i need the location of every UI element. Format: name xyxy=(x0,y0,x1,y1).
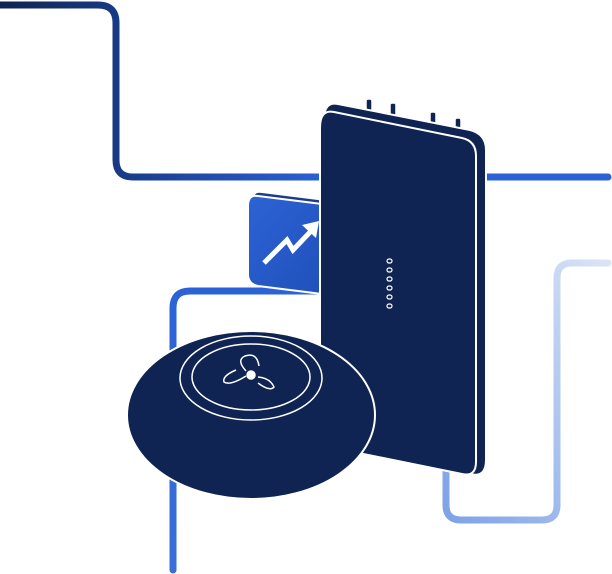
connection-line-top xyxy=(0,1,332,181)
trend-up-arrow-icon xyxy=(262,221,319,265)
connection-line-bottom-right xyxy=(442,259,612,524)
status-light-icon xyxy=(386,258,393,309)
wifi-access-point xyxy=(126,330,376,500)
fan-icon xyxy=(223,354,275,390)
connection-line-left xyxy=(169,287,334,574)
